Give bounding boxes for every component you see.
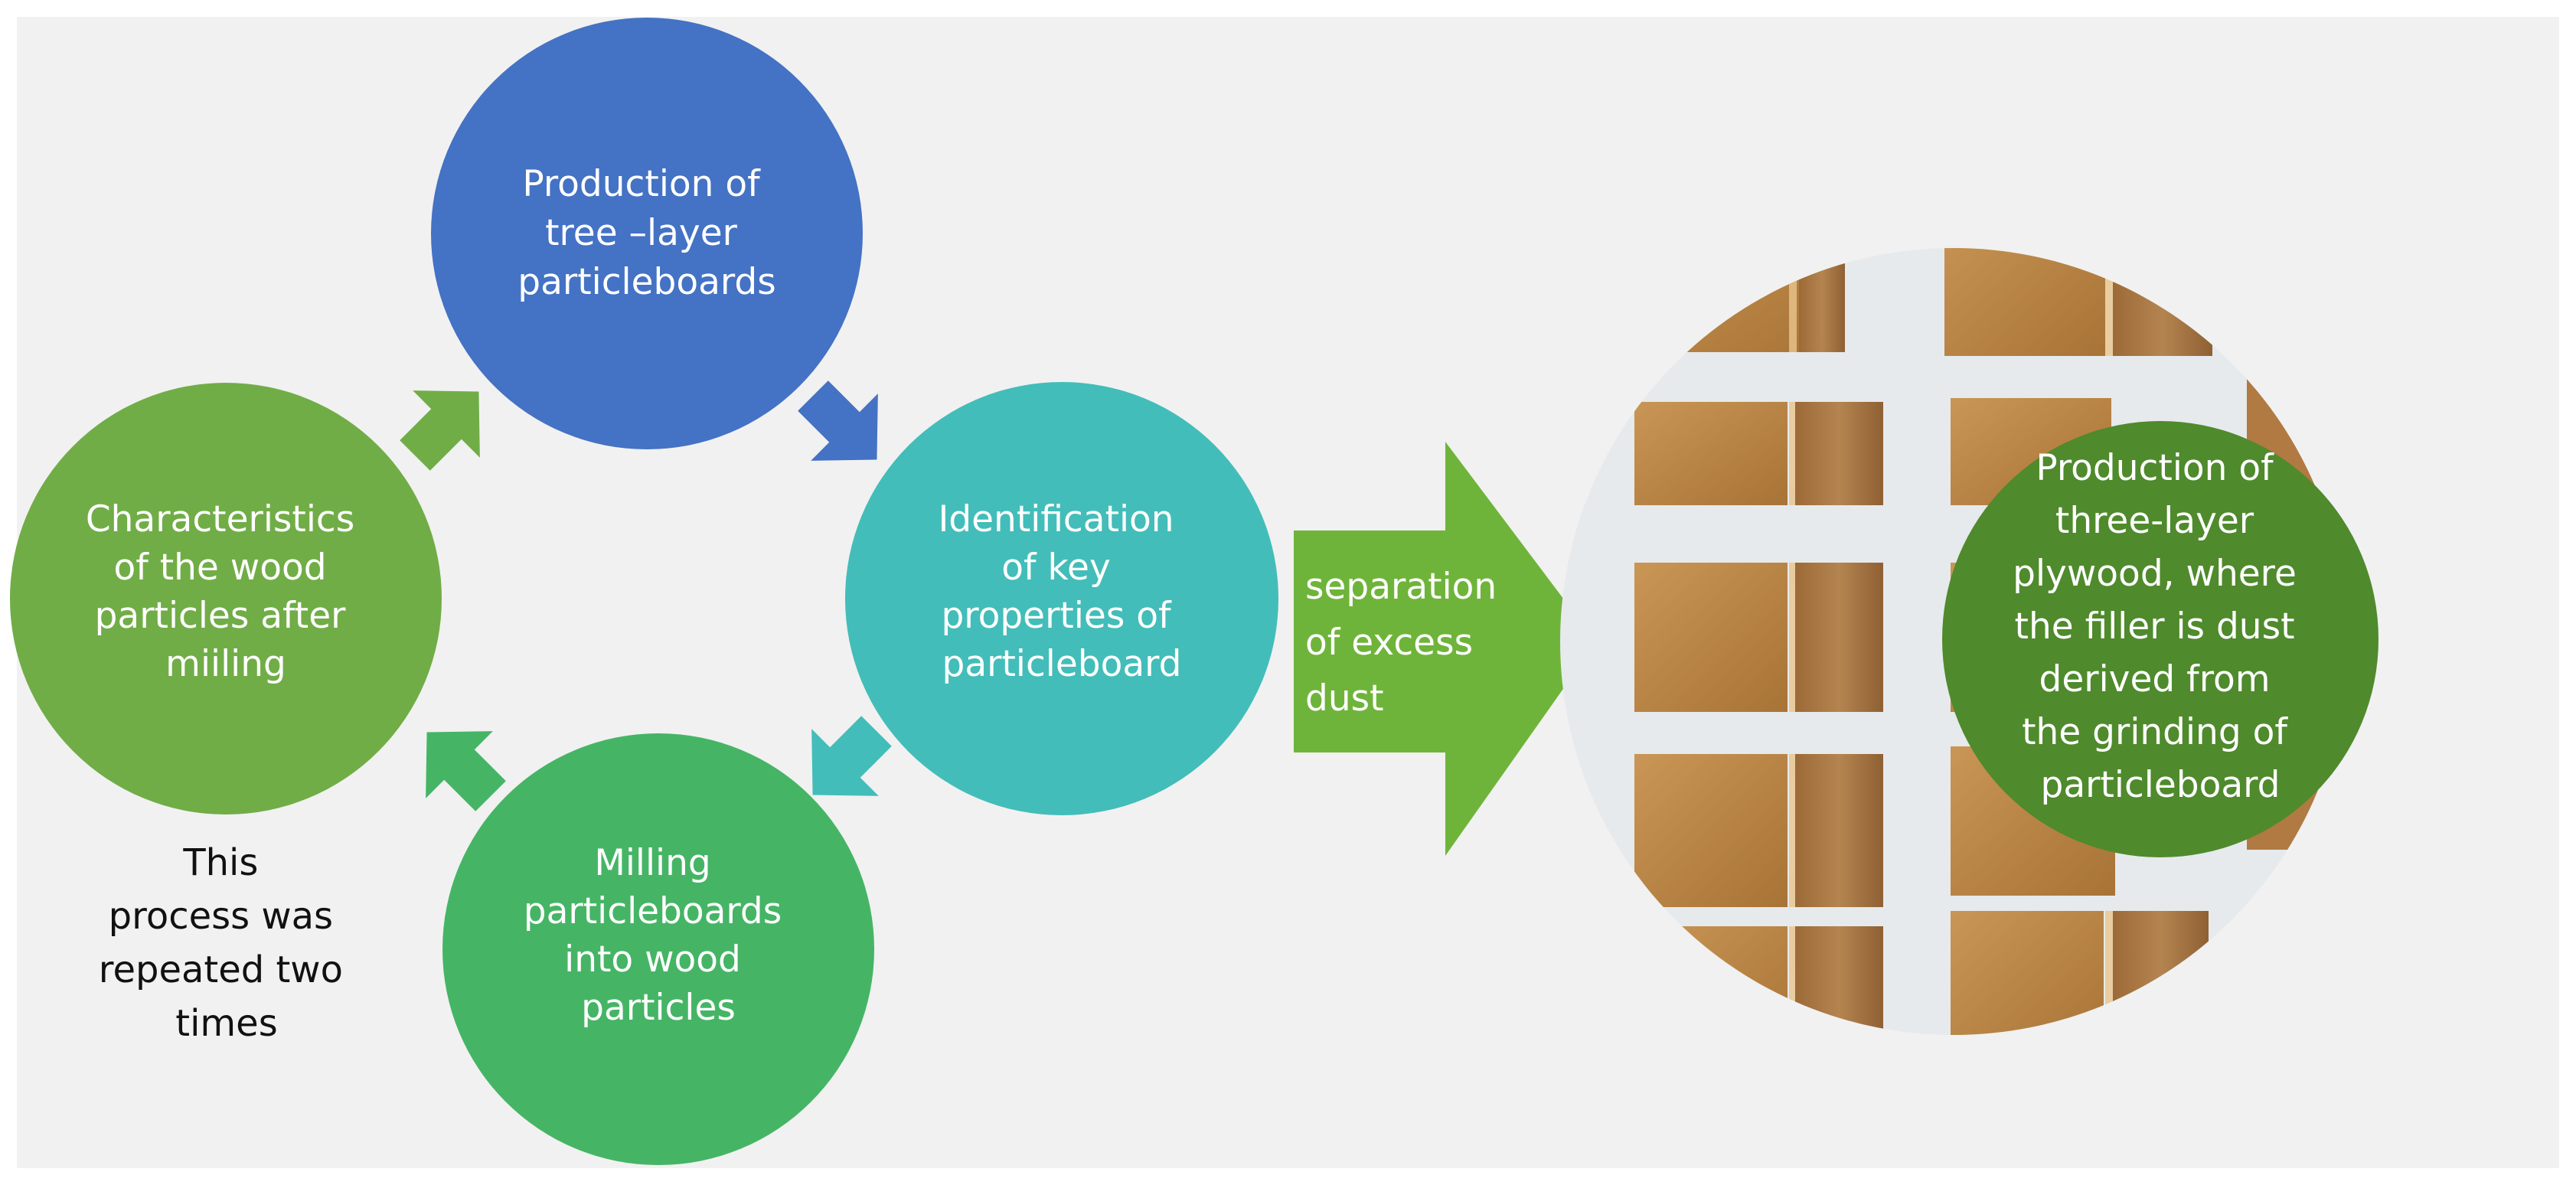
cycle-arrow-2-to-3 bbox=[811, 716, 892, 796]
node-2-line-3: properties of bbox=[941, 595, 1172, 637]
svg-text:Production of three-laye: Production of three-layer plywood, where… bbox=[2013, 447, 2308, 806]
cycle-node-production: Production of tree –layer particleboards bbox=[431, 18, 863, 449]
cycle-node-characteristics: Characteristics of the wood particles af… bbox=[10, 383, 442, 814]
cycle-node-milling: Milling particleboards into wood particl… bbox=[442, 733, 874, 1165]
node-1-line-1: Production of bbox=[522, 163, 761, 205]
node-3-line-2: particleboards bbox=[524, 890, 782, 932]
repetition-note: This process was repeated two times bbox=[99, 841, 354, 1045]
node-3-line-3: into wood bbox=[564, 939, 741, 981]
node-2-line-1: Identification bbox=[938, 498, 1174, 540]
result-line-6: the grinding of bbox=[2022, 711, 2288, 753]
note-line-4: times bbox=[175, 1002, 277, 1045]
node-1-line-3: particleboards bbox=[517, 261, 775, 303]
arrow-line-3: dust bbox=[1305, 677, 1384, 720]
result-node: Production of three-layer plywood, where… bbox=[1942, 421, 2378, 857]
node-4-line-4: miiling bbox=[165, 643, 286, 685]
svg-text:Characteristics of the w: Characteristics of the wood particles af… bbox=[86, 498, 366, 685]
result-line-4: the filler is dust bbox=[2015, 606, 2295, 648]
svg-text:separation of excess: separation of excess dust bbox=[1305, 566, 1508, 720]
result-line-2: three-layer bbox=[2055, 500, 2254, 542]
cycle-node-identification: Identification of key properties of part… bbox=[845, 382, 1278, 815]
result-line-5: derived from bbox=[2039, 658, 2271, 700]
arrow-line-1: separation bbox=[1305, 566, 1497, 608]
note-line-1: This bbox=[182, 841, 258, 884]
cycle-arrow-3-to-4 bbox=[426, 731, 506, 811]
svg-text:Milling particleboards: Milling particleboards into wood particl… bbox=[524, 842, 793, 1029]
cycle-arrow-4-to-1 bbox=[400, 390, 480, 471]
node-3-line-4: particles bbox=[581, 987, 736, 1029]
svg-text:Production of tree –laye: Production of tree –layer particleboards bbox=[517, 163, 775, 303]
result-line-7: particleboard bbox=[2041, 764, 2281, 806]
note-line-2: process was bbox=[109, 895, 333, 938]
cycle-arrow-1-to-2 bbox=[798, 380, 878, 461]
process-arrow: separation of excess dust bbox=[1294, 442, 1596, 856]
result-line-1: Production of bbox=[2036, 447, 2274, 489]
svg-text:Identification of key: Identification of key properties of part… bbox=[938, 498, 1185, 685]
node-4-line-1: Characteristics bbox=[86, 498, 354, 540]
node-1-line-2: tree –layer bbox=[545, 212, 738, 254]
arrow-line-2: of excess bbox=[1305, 622, 1473, 664]
node-4-line-3: particles after bbox=[95, 595, 347, 637]
node-4-line-2: of the wood bbox=[113, 547, 326, 589]
node-2-line-2: of key bbox=[1001, 547, 1111, 589]
node-3-line-1: Milling bbox=[594, 842, 710, 884]
result-line-3: plywood, where bbox=[2013, 553, 2297, 595]
note-line-3: repeated two bbox=[99, 948, 343, 991]
node-2-line-4: particleboard bbox=[942, 643, 1182, 685]
